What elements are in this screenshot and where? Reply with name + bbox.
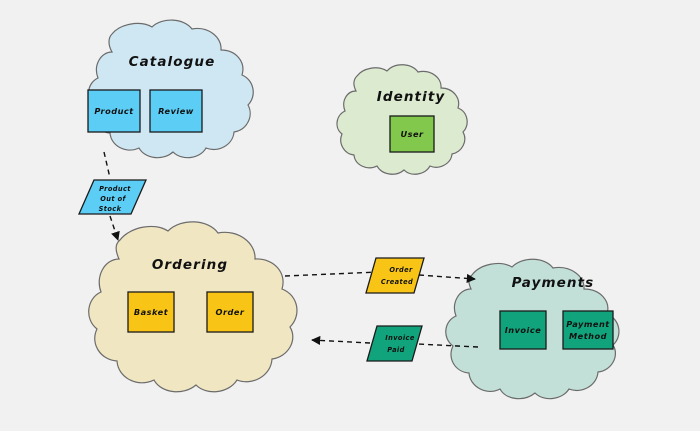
flow-invoice-paid-to-ordering: [311, 335, 371, 345]
product-label: Product: [94, 106, 134, 116]
entity-basket[interactable]: Basket: [127, 291, 175, 333]
entity-order[interactable]: Order: [206, 291, 254, 333]
context-payments[interactable]: Payments Invoice Payment Method: [445, 258, 620, 400]
event-order-created[interactable]: Order Created: [365, 257, 425, 294]
payment-method-box: [562, 310, 614, 350]
invoice-label: Invoice: [505, 325, 542, 335]
payments-title: Payments: [512, 275, 595, 291]
product-box: [87, 89, 141, 133]
product-out-of-stock-line1: Product: [99, 185, 131, 193]
user-box: [389, 115, 435, 153]
review-label: Review: [158, 106, 194, 116]
invoice-box: [499, 310, 547, 350]
identity-title: Identity: [377, 89, 446, 105]
product-out-of-stock-line2: Out of: [100, 195, 126, 203]
order-label: Order: [216, 307, 245, 317]
payment-method-label-line1: Payment: [566, 319, 610, 329]
catalogue-title: Catalogue: [129, 54, 216, 70]
flow-catalogue-to-product-out-of-stock: [103, 151, 111, 179]
event-invoice-paid[interactable]: Invoice Paid: [366, 325, 423, 362]
entity-payment-method[interactable]: Payment Method: [562, 310, 614, 350]
order-created-shape: [365, 257, 425, 294]
ordering-title: Ordering: [152, 257, 228, 273]
review-box: [149, 89, 203, 133]
payment-method-label-line2: Method: [569, 331, 607, 341]
invoice-paid-line2: Paid: [387, 346, 404, 354]
entity-user[interactable]: User: [389, 115, 435, 153]
order-created-line1: Order: [389, 266, 413, 274]
ordering-cloud-shape: [88, 221, 298, 393]
product-out-of-stock-line3: Stock: [99, 205, 122, 213]
basket-label: Basket: [134, 307, 169, 317]
product-out-of-stock-shape: [78, 179, 147, 215]
context-ordering[interactable]: Ordering Basket Order: [88, 221, 298, 393]
basket-box: [127, 291, 175, 333]
flow-ordering-to-order-created: [284, 271, 380, 277]
event-product-out-of-stock[interactable]: Product Out of Stock: [78, 179, 147, 215]
entity-product[interactable]: Product: [87, 89, 141, 133]
user-label: User: [400, 129, 424, 139]
invoice-paid-line1: Invoice: [385, 334, 415, 342]
order-box: [206, 291, 254, 333]
flow-product-out-of-stock-to-ordering: [109, 215, 120, 241]
order-created-line2: Created: [381, 278, 413, 286]
catalogue-cloud-shape: [88, 19, 254, 159]
entity-invoice[interactable]: Invoice: [499, 310, 547, 350]
flow-payments-to-invoice-paid: [416, 343, 479, 348]
entity-review[interactable]: Review: [149, 89, 203, 133]
context-catalogue[interactable]: Catalogue Product Review: [87, 19, 254, 159]
context-identity[interactable]: Identity User: [336, 64, 468, 175]
flow-order-created-to-payments: [418, 273, 476, 283]
invoice-paid-shape: [366, 325, 423, 362]
